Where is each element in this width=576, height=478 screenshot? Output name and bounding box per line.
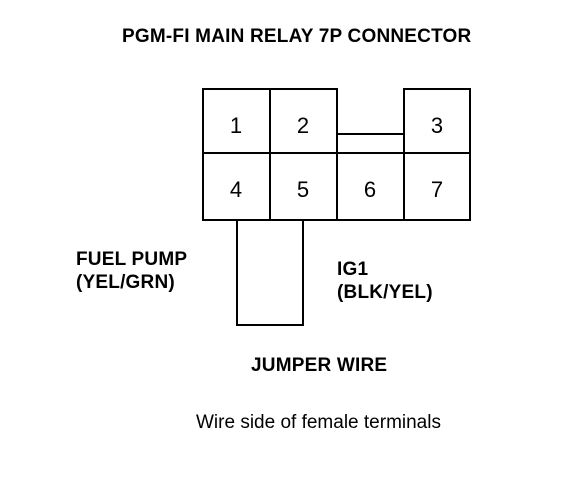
jumper-wire-loop (236, 220, 304, 326)
fuel-pump-label: FUEL PUMP (YEL/GRN) (76, 248, 187, 294)
terminal-number-3: 3 (431, 113, 443, 138)
ig1-wire-color: (BLK/YEL) (337, 282, 433, 303)
terminal-number-6: 6 (364, 177, 376, 202)
ig1-label: IG1 (BLK/YEL) (337, 258, 433, 304)
terminal-cell-7 (403, 152, 471, 221)
terminal-number-1: 1 (230, 113, 242, 138)
diagram-caption: Wire side of female terminals (196, 412, 441, 433)
fuel-pump-name: FUEL PUMP (76, 249, 188, 270)
terminal-number-7: 7 (431, 177, 443, 202)
diagram-title: PGM-FI MAIN RELAY 7P CONNECTOR (122, 26, 472, 47)
terminal-number-2: 2 (297, 113, 309, 138)
jumper-wire-label: JUMPER WIRE (251, 355, 388, 376)
terminal-number-4: 4 (230, 177, 242, 202)
terminal-number-5: 5 (297, 177, 309, 202)
fuel-pump-wire-color: (YEL/GRN) (76, 272, 175, 293)
ig1-name: IG1 (337, 259, 369, 280)
